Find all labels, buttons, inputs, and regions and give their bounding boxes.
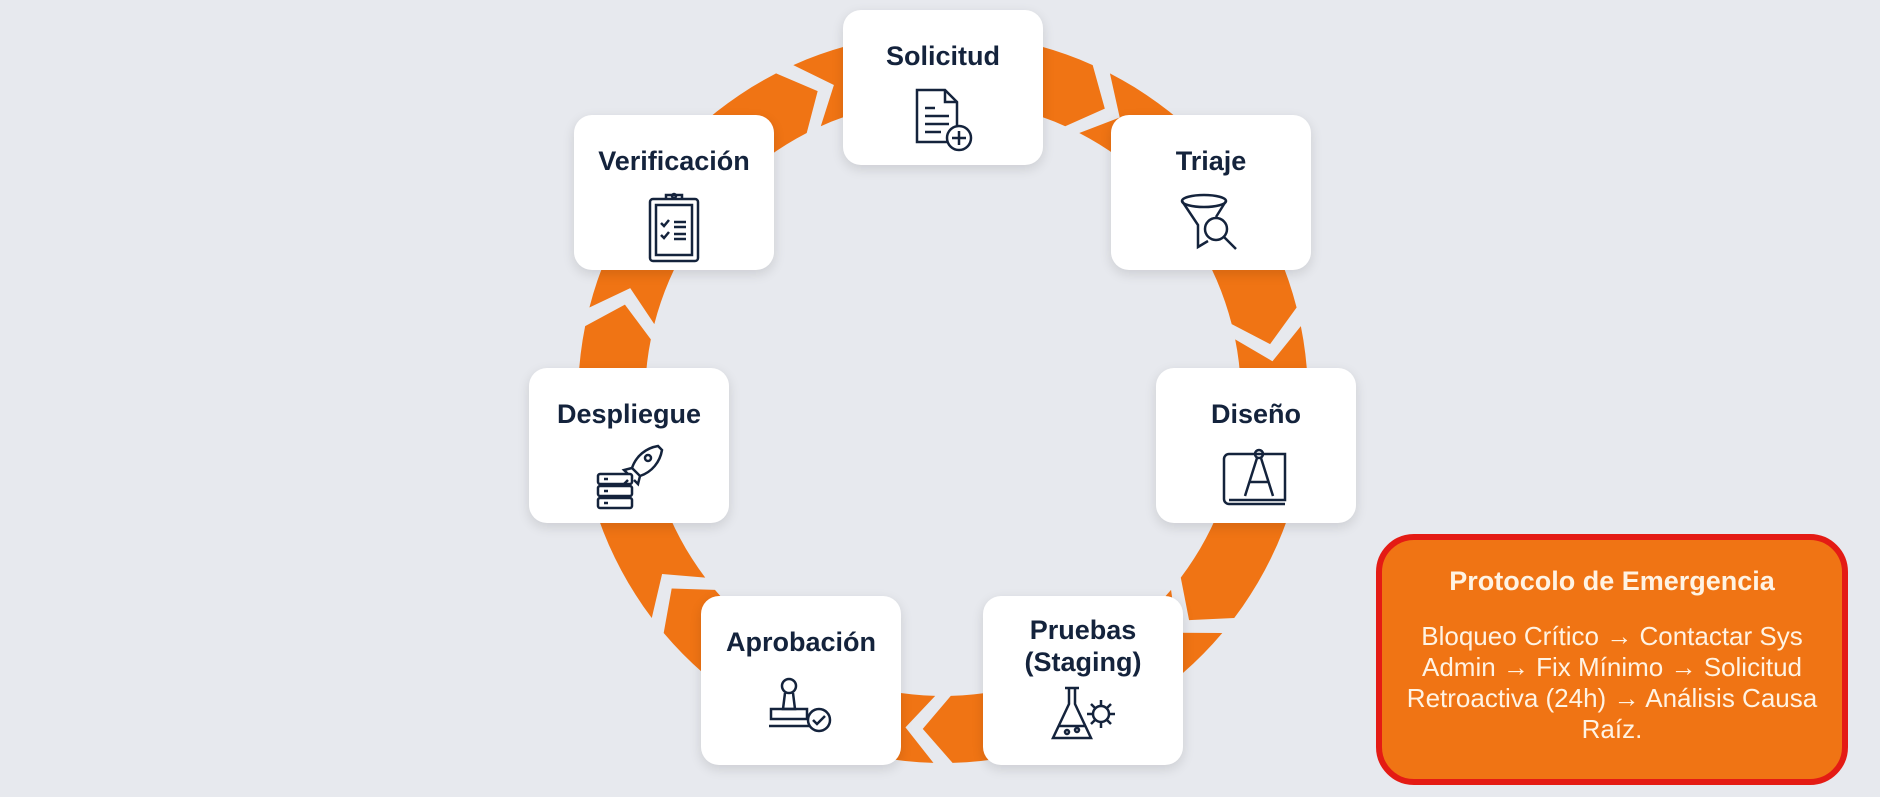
node-label: Diseño bbox=[1210, 399, 1302, 429]
funnel-search-icon bbox=[1180, 193, 1237, 250]
node-label: Solicitud bbox=[886, 41, 1000, 71]
blueprint-compass-icon bbox=[1222, 448, 1287, 506]
node-label: Verificación bbox=[598, 146, 750, 176]
node-aprobacion: Aprobación bbox=[701, 596, 901, 765]
emergency-title: Protocolo de Emergencia bbox=[1449, 566, 1775, 596]
stamp-check-icon bbox=[769, 677, 832, 733]
clipboard-check-icon bbox=[648, 192, 700, 263]
node-label: Despliegue bbox=[556, 399, 702, 429]
emergency-protocol-box: Protocolo de Emergencia Bloqueo Crítico … bbox=[1376, 534, 1848, 785]
node-solicitud: Solicitud bbox=[843, 10, 1043, 165]
node-verificacion: Verificación bbox=[574, 115, 774, 270]
flask-gear-icon bbox=[1051, 686, 1115, 740]
node-label: Pruebas (Staging) bbox=[1024, 615, 1142, 677]
emergency-body: Bloqueo Crítico → Contactar Sys Admin → … bbox=[1406, 621, 1818, 744]
node-diseno: Diseño bbox=[1156, 368, 1356, 523]
node-despliegue: Despliegue bbox=[529, 368, 729, 523]
node-label: Aprobación bbox=[725, 627, 876, 657]
node-label: Triaje bbox=[1175, 146, 1247, 176]
node-triaje: Triaje bbox=[1111, 115, 1311, 270]
rocket-server-icon bbox=[596, 444, 664, 510]
document-add-icon bbox=[915, 88, 973, 152]
node-pruebas: Pruebas (Staging) bbox=[983, 596, 1183, 765]
